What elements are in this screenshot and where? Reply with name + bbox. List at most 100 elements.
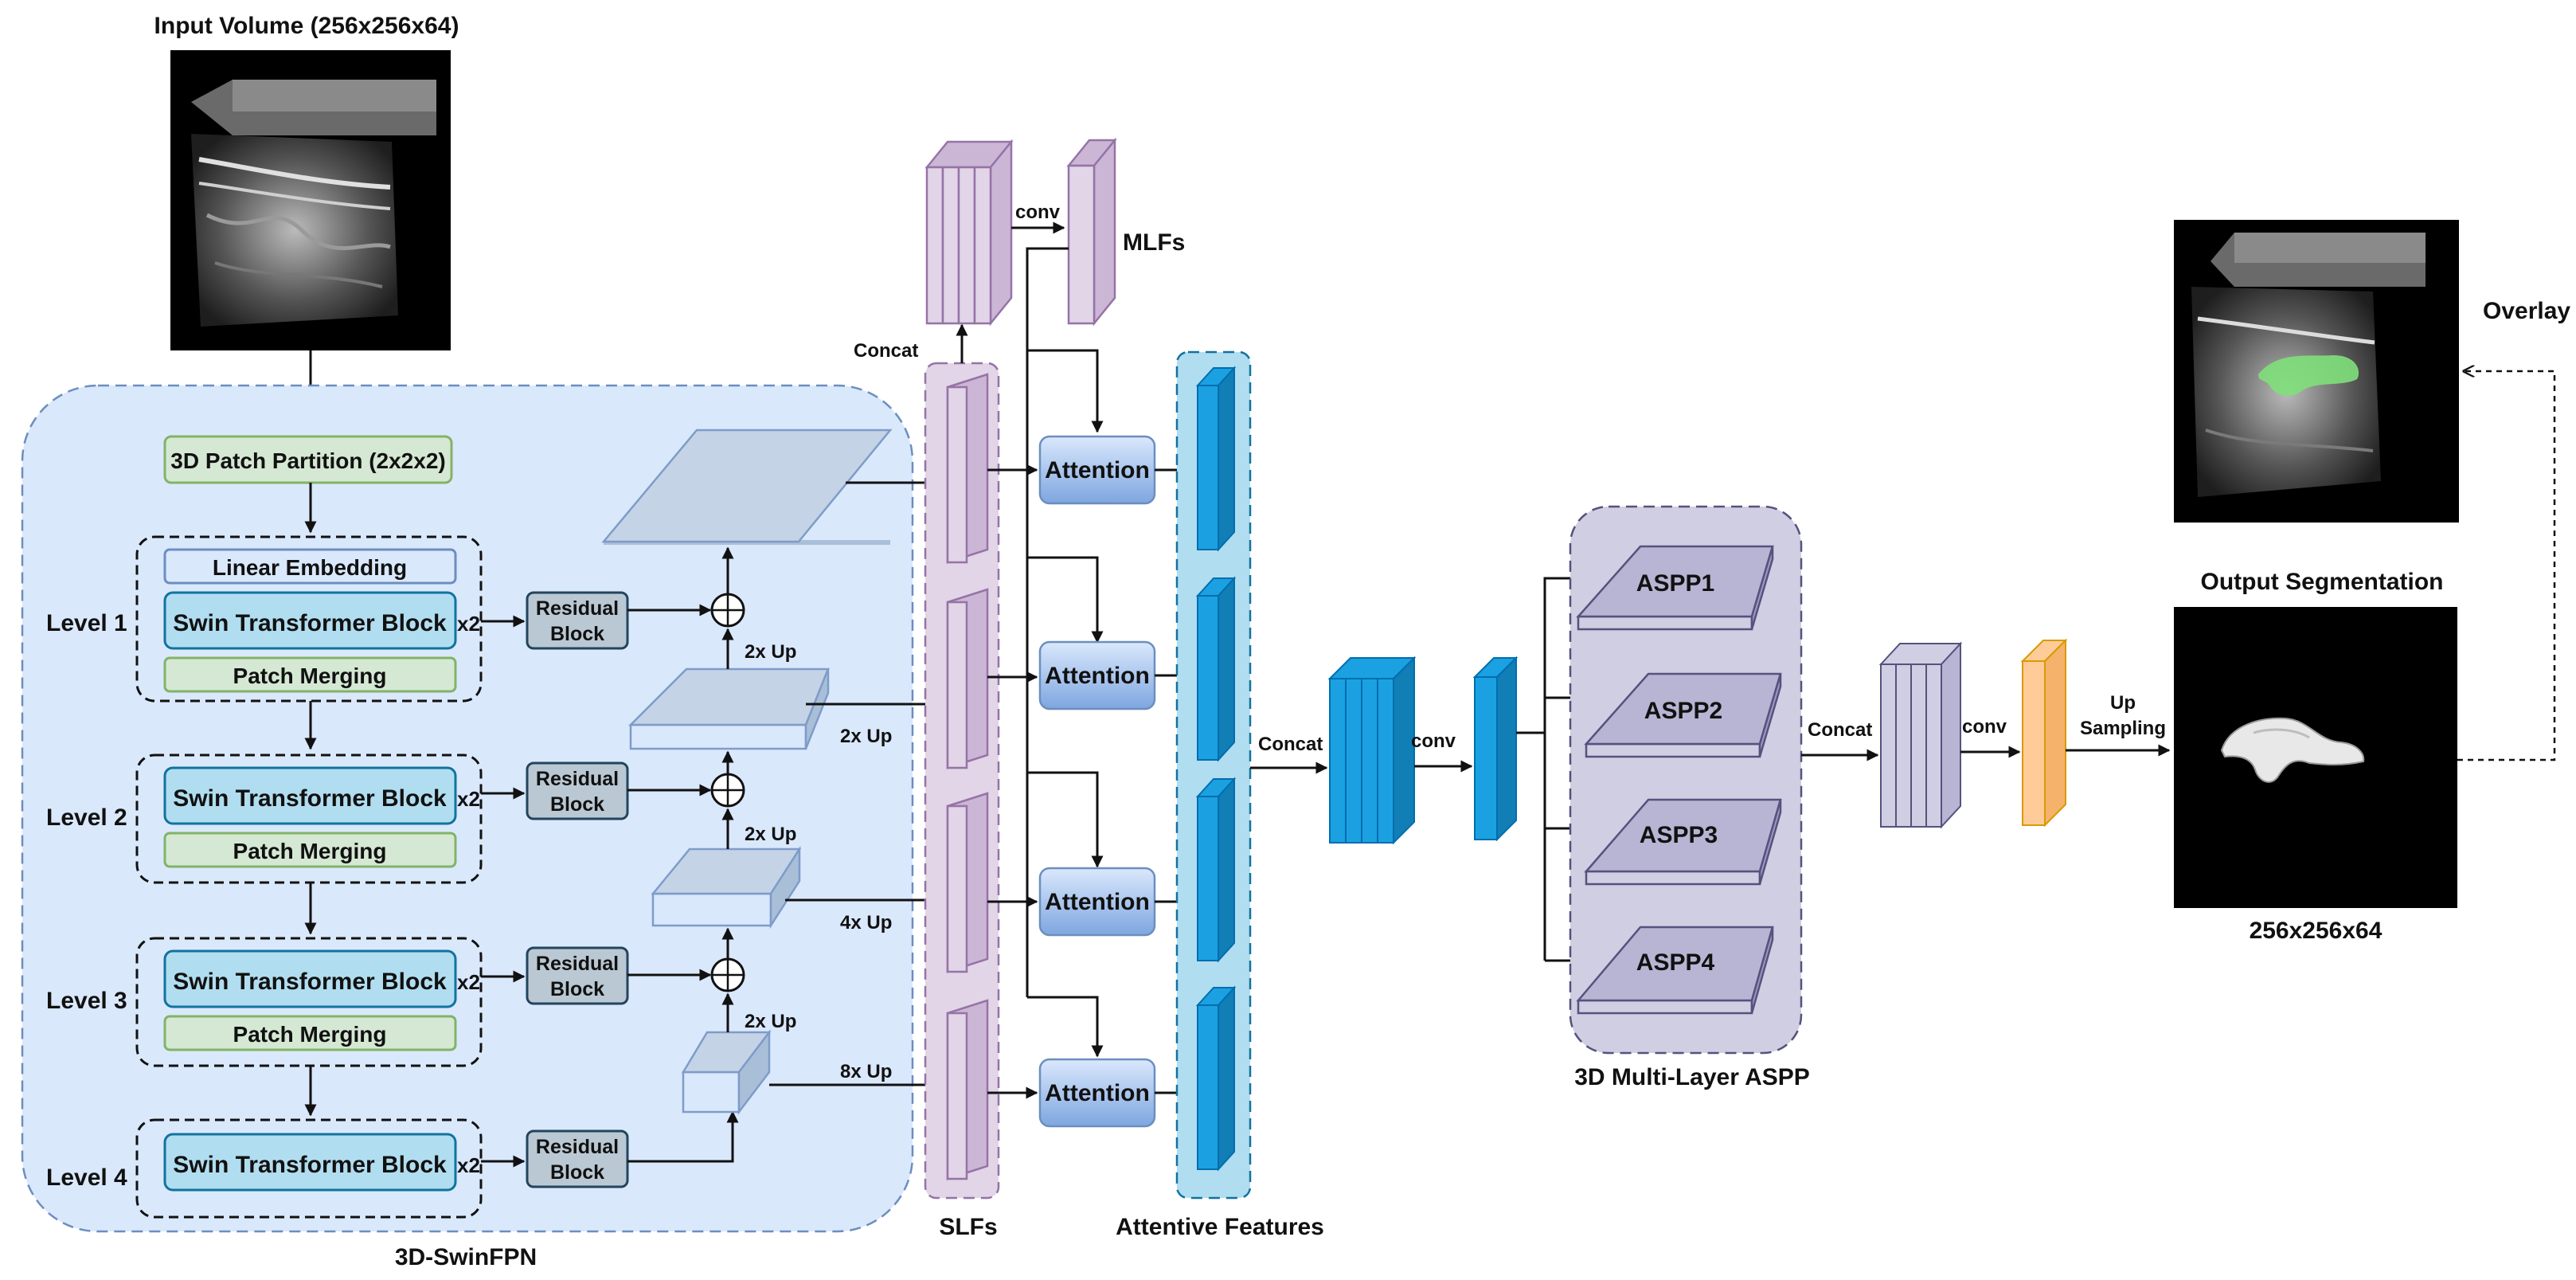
slf-slab-1 (946, 373, 989, 564)
fpn-feature-map-3 (651, 845, 802, 930)
attention-box-4: Attention (1038, 1058, 1156, 1128)
mlfs-conv-label: conv (1015, 202, 1061, 223)
patch-partition-label: 3D Patch Partition (2x2x2) (170, 448, 445, 473)
mlfs-slab (1066, 137, 1117, 327)
patch-merging-1 (163, 656, 457, 693)
swin-block-1-label: Swin Transformer Block (173, 610, 447, 636)
head-up-label-line2: Sampling (2080, 718, 2166, 739)
swin-block-2-multiplier: x2 (457, 787, 480, 811)
skip-label-2x: 2x Up (840, 726, 892, 747)
patch-merging-2 (163, 832, 457, 868)
patch-merging-1-label: Patch Merging (233, 663, 387, 688)
slf-concat-stack (924, 139, 1014, 327)
level-2-label: Level 2 (46, 804, 127, 831)
patch-merging-3 (163, 1015, 457, 1051)
add-node-1-icon (710, 593, 745, 628)
svg-text:Attention: Attention (1045, 663, 1150, 689)
output-segmentation-image (2174, 607, 2457, 908)
add-node-2-icon (710, 773, 745, 808)
linear-embedding-box (163, 548, 457, 585)
residual-block-4: Residual Block (526, 1129, 629, 1188)
output-title: Output Segmentation (2201, 569, 2444, 595)
aspp-label: 3D Multi-Layer ASPP (1574, 1064, 1810, 1090)
fusion-concat-label: Concat (1258, 734, 1323, 755)
attention-box-1: Attention (1038, 435, 1156, 505)
level-1-label: Level 1 (46, 610, 127, 636)
overlay-label: Overlay (2483, 298, 2570, 324)
add-node-3-icon (710, 957, 745, 992)
aspp4-block: ASPP4 (1576, 926, 1774, 1015)
level-3-label: Level 3 (46, 988, 127, 1014)
slf-slab-2 (946, 588, 989, 769)
slfs-concat-label: Concat (854, 340, 918, 362)
level2-group (135, 754, 483, 884)
aspp1-block: ASPP1 (1576, 545, 1774, 631)
level3-group (135, 937, 483, 1067)
slfs-label: SLFs (939, 1214, 997, 1240)
svg-text:Residual: Residual (536, 597, 619, 620)
mlfs-label: MLFs (1123, 229, 1185, 256)
patch-merging-3-label: Patch Merging (233, 1022, 387, 1047)
swin-block-4-multiplier: x2 (457, 1153, 480, 1177)
input-volume-image (170, 50, 451, 350)
patch-partition-box (163, 435, 453, 484)
svg-text:Residual: Residual (536, 1136, 619, 1158)
swin-block-3-multiplier: x2 (457, 970, 480, 994)
attentive-slab-4 (1195, 985, 1237, 1172)
attention-box-2: Attention (1038, 640, 1156, 710)
svg-text:Attention: Attention (1045, 457, 1150, 483)
svg-text:Attention: Attention (1045, 889, 1150, 915)
swin-block-1-multiplier: x2 (457, 612, 480, 636)
residual-block-2: Residual Block (526, 761, 629, 820)
swin-block-2-label: Swin Transformer Block (173, 785, 447, 812)
overlay-image (2174, 220, 2459, 523)
upsample-label-1: 2x Up (745, 641, 796, 663)
fused-feature-stack (1327, 656, 1417, 845)
attentive-slab-3 (1195, 777, 1237, 963)
attentive-slab-2 (1195, 576, 1237, 762)
upsample-label-2: 2x Up (745, 824, 796, 845)
linear-embedding-label: Linear Embedding (213, 555, 407, 580)
upsample-label-3: 2x Up (745, 1011, 796, 1032)
aspp-panel (1569, 505, 1803, 1055)
residual-block-1: Residual Block (526, 591, 629, 650)
swin-block-2 (163, 766, 457, 825)
head-conv-label: conv (1962, 716, 2007, 738)
swin-block-3 (163, 949, 457, 1008)
patch-merging-2-label: Patch Merging (233, 839, 387, 863)
svg-text:ASPP1: ASPP1 (1636, 570, 1714, 597)
attentive-features-label: Attentive Features (1116, 1214, 1324, 1240)
head-concat-label: Concat (1808, 719, 1872, 741)
svg-text:ASPP2: ASPP2 (1644, 698, 1722, 724)
attentive-slab-1 (1195, 366, 1237, 552)
aspp3-block: ASPP3 (1584, 798, 1782, 886)
fusion-conv-label: conv (1411, 730, 1456, 752)
level4-group (135, 1118, 483, 1219)
attention-box-3: Attention (1038, 867, 1156, 937)
svg-text:Attention: Attention (1045, 1080, 1150, 1106)
svg-text:Block: Block (550, 1161, 604, 1184)
swin-block-4-label: Swin Transformer Block (173, 1152, 447, 1178)
head-conv-slab (2020, 638, 2068, 828)
level-4-label: Level 4 (46, 1165, 127, 1191)
skip-label-4x: 4x Up (840, 912, 892, 934)
swinfpn-label: 3D-SwinFPN (395, 1244, 537, 1270)
skip-label-8x: 8x Up (840, 1061, 892, 1082)
level1-group (135, 535, 483, 703)
svg-text:ASPP4: ASPP4 (1636, 949, 1715, 976)
fpn-feature-map-4 (681, 1029, 772, 1115)
svg-text:ASPP3: ASPP3 (1640, 822, 1718, 848)
input-title: Input Volume (256x256x64) (154, 13, 459, 39)
svg-text:Block: Block (550, 623, 604, 645)
svg-text:Residual: Residual (536, 953, 619, 975)
attentive-features-column (1175, 350, 1252, 1200)
output-size-label: 256x256x64 (2250, 918, 2383, 944)
svg-text:Residual: Residual (536, 768, 619, 790)
svg-text:Block: Block (550, 793, 604, 816)
svg-text:Block: Block (550, 978, 604, 1000)
swin-block-4 (163, 1133, 457, 1192)
head-up-label-line1: Up (2110, 692, 2136, 714)
swin-block-1 (163, 591, 457, 650)
slf-slab-4 (946, 999, 989, 1180)
